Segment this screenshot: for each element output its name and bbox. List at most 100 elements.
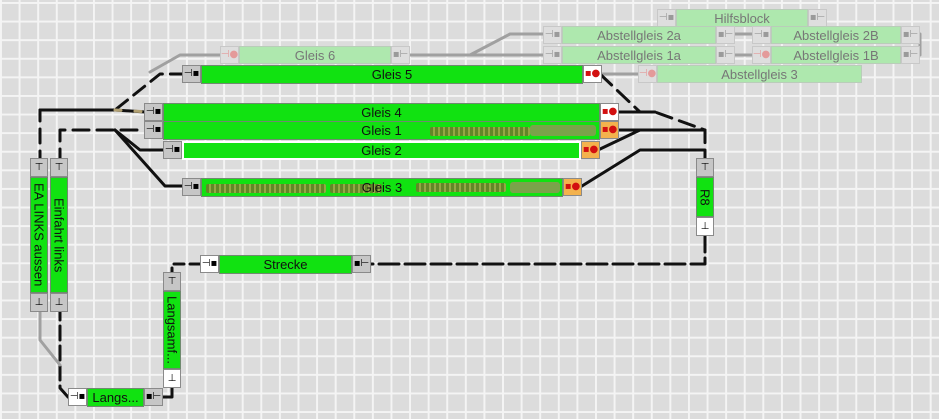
gleis2-buffer-left[interactable]: ⊣▪	[163, 141, 182, 159]
block-abstellgleis2b[interactable]: Abstellgleis 2B	[771, 26, 901, 44]
train-locomotive	[510, 182, 560, 193]
block-label: Gleis 4	[361, 105, 402, 120]
r8-buffer-bottom[interactable]: ⊥	[696, 217, 714, 236]
buffer-stop-icon: ⊤	[167, 275, 177, 287]
buffer-stop-icon: ⊣▪	[658, 12, 675, 23]
block-label: Abstellgleis 2a	[597, 27, 681, 43]
buffer-stop-icon: ⊣▪	[145, 124, 162, 135]
block-langs[interactable]: Langs...	[87, 388, 144, 407]
gleis3-buffer-left[interactable]: ⊣▪	[182, 178, 201, 196]
gleis6-buffer-right[interactable]: ▪⊢	[391, 46, 410, 64]
block-label: Gleis 1	[361, 123, 402, 138]
buffer-stop-icon: ⊥	[700, 220, 710, 232]
block-gleis4[interactable]: Gleis 4	[163, 103, 600, 122]
red-signal-icon: ⊣●	[638, 68, 657, 79]
strecke-buffer-right[interactable]: ▪⊢	[352, 255, 371, 273]
ea-links-buffer-bottom[interactable]: ⊥	[30, 293, 48, 312]
buffer-stop-icon: ▪⊢	[902, 49, 919, 60]
einfahrt-links-buffer-top[interactable]: ⊤	[50, 158, 68, 177]
red-signal-icon: ▪●	[564, 181, 581, 192]
einfahrt-links-buffer-bottom[interactable]: ⊥	[50, 293, 68, 312]
train-wagons	[330, 184, 382, 193]
hilfsblock-buffer-right[interactable]: ▪⊢	[808, 9, 827, 27]
langsamf-buffer-bottom[interactable]: ⊥	[163, 369, 181, 388]
block-label: Abstellgleis 2B	[793, 27, 879, 43]
langs-buffer-left[interactable]: ⊣▪	[68, 388, 87, 406]
block-gleis3[interactable]: Gleis 3	[201, 178, 563, 197]
abstellgleis1b-signal-left[interactable]: ⊣●	[752, 46, 771, 64]
buffer-stop-icon: ⊤	[700, 161, 710, 173]
abstellgleis2b-buffer-left[interactable]: ⊣▪	[752, 26, 771, 44]
block-einfahrt-links[interactable]: Einfahrt links	[50, 177, 68, 293]
red-signal-icon: ▪●	[601, 124, 618, 135]
hilfsblock-buffer-left[interactable]: ⊣▪	[657, 9, 676, 27]
buffer-stop-icon: ▪⊢	[145, 391, 162, 402]
block-hilfsblock[interactable]: Hilfsblock	[676, 9, 808, 27]
block-langsamf[interactable]: Langsamf...	[163, 291, 181, 369]
buffer-stop-icon: ⊣▪	[69, 391, 86, 402]
block-abstellgleis1a[interactable]: Abstellgleis 1a	[562, 46, 716, 64]
gleis1-signal-right[interactable]: ▪●	[600, 121, 619, 139]
block-label: R8	[697, 188, 713, 206]
abstellgleis2a-buffer-left[interactable]: ⊣▪	[543, 26, 562, 44]
block-label: Gleis 2	[361, 143, 402, 158]
buffer-stop-icon: ▪⊢	[809, 12, 826, 23]
buffer-stop-icon: ▪⊢	[717, 49, 734, 60]
buffer-stop-icon: ⊥	[54, 296, 64, 308]
block-gleis6[interactable]: Gleis 6	[239, 46, 391, 64]
block-label: Hilfsblock	[714, 10, 770, 26]
gleis6-signal-left[interactable]: ⊣●	[220, 46, 239, 64]
red-signal-icon: ▪●	[601, 106, 618, 117]
abstellgleis3-signal-left[interactable]: ⊣●	[638, 65, 657, 83]
buffer-stop-icon: ⊣▪	[753, 29, 770, 40]
red-signal-icon: ⊣●	[220, 49, 239, 60]
block-gleis5[interactable]: Gleis 5	[201, 65, 583, 84]
ea-links-buffer-top[interactable]: ⊤	[30, 158, 48, 177]
buffer-stop-icon: ⊤	[34, 161, 44, 173]
block-gleis1[interactable]: Gleis 1	[163, 121, 600, 140]
block-label: Langsamf...	[164, 296, 180, 364]
gleis3-signal-right[interactable]: ▪●	[563, 178, 582, 196]
gleis4-signal-right[interactable]: ▪●	[600, 103, 619, 121]
buffer-stop-icon: ⊥	[167, 372, 177, 384]
abstellgleis1a-buffer-right[interactable]: ▪⊢	[716, 46, 735, 64]
gleis1-buffer-left[interactable]: ⊣▪	[144, 121, 163, 139]
abstellgleis2a-buffer-right[interactable]: ▪⊢	[716, 26, 735, 44]
buffer-stop-icon: ▪⊢	[392, 49, 409, 60]
abstellgleis1a-buffer-left[interactable]: ⊣▪	[543, 46, 562, 64]
gleis2-signal-right[interactable]: ▪●	[581, 141, 600, 159]
abstellgleis2b-buffer-right[interactable]: ▪⊢	[901, 26, 920, 44]
langsamf-buffer-top[interactable]: ⊤	[163, 272, 181, 291]
abstellgleis1b-buffer-right[interactable]: ▪⊢	[901, 46, 920, 64]
strecke-buffer-left[interactable]: ⊣▪	[200, 255, 219, 273]
r8-buffer-top[interactable]: ⊤	[696, 158, 714, 177]
block-abstellgleis1b[interactable]: Abstellgleis 1B	[771, 46, 901, 64]
train-wagons	[206, 184, 326, 193]
block-abstellgleis2a[interactable]: Abstellgleis 2a	[562, 26, 716, 44]
gleis4-buffer-left[interactable]: ⊣▪	[144, 103, 163, 121]
train-locomotive	[530, 125, 596, 136]
block-label: Abstellgleis 3	[721, 66, 798, 82]
buffer-stop-icon: ⊣▪	[183, 181, 200, 192]
buffer-stop-icon: ⊥	[34, 296, 44, 308]
block-abstellgleis3[interactable]: Abstellgleis 3	[657, 65, 862, 83]
block-label: Abstellgleis 1a	[597, 47, 681, 63]
buffer-stop-icon: ⊣▪	[544, 29, 561, 40]
train-wagons	[430, 127, 530, 136]
block-ea-links-aussen[interactable]: EA LINKS aussen	[30, 177, 48, 293]
block-gleis2[interactable]: Gleis 2	[182, 141, 581, 160]
buffer-stop-icon: ⊣▪	[183, 68, 200, 79]
langs-buffer-right[interactable]: ▪⊢	[144, 388, 163, 406]
block-label: EA LINKS aussen	[31, 183, 47, 287]
train-wagons	[416, 183, 506, 192]
block-label: Gleis 3	[361, 180, 403, 195]
red-signal-icon: ▪●	[584, 68, 601, 79]
gleis5-buffer-left[interactable]: ⊣▪	[182, 65, 201, 83]
block-strecke[interactable]: Strecke	[219, 255, 352, 274]
buffer-stop-icon: ⊣▪	[544, 49, 561, 60]
gleis5-signal-right[interactable]: ▪●	[583, 65, 602, 83]
block-r8[interactable]: R8	[696, 177, 714, 217]
block-label: Langs...	[92, 390, 139, 405]
buffer-stop-icon: ▪⊢	[902, 29, 919, 40]
